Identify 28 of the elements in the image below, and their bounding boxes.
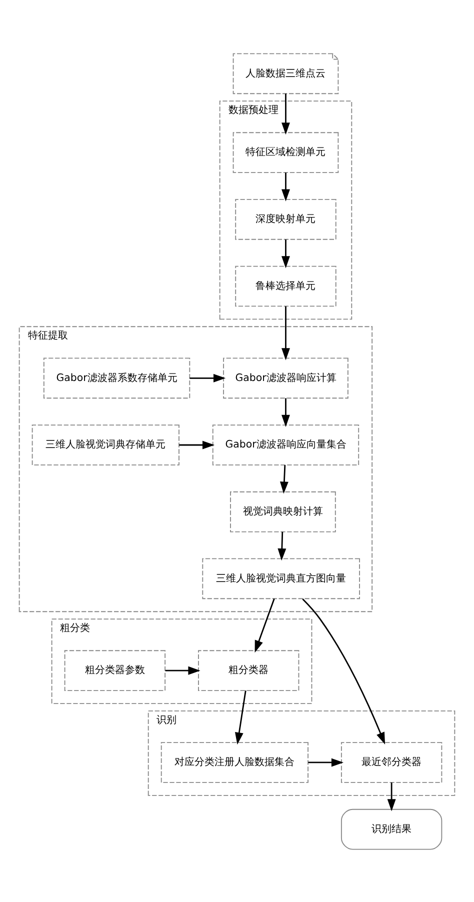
- arrow: [387, 782, 396, 811]
- arrow: [282, 239, 290, 268]
- arrow: [282, 93, 290, 134]
- node-box: 最近邻分类器: [340, 742, 442, 782]
- arrow: [179, 440, 215, 449]
- node-box: 识别结果: [340, 808, 442, 850]
- arrow: [308, 758, 344, 766]
- arrow: [282, 172, 290, 201]
- arrow: [254, 598, 275, 652]
- node-box: 三维人脸视觉词典存储单元: [32, 424, 180, 465]
- arrow: [282, 306, 290, 360]
- node-box: 粗分类器: [198, 650, 300, 690]
- node-box: Gabor滤波器系数存储单元: [43, 357, 190, 398]
- node-box: 粗分类器参数: [64, 650, 166, 690]
- arrow: [278, 531, 286, 560]
- arrow: [282, 398, 290, 426]
- node-box: 视觉词典映射计算: [230, 490, 336, 532]
- arrow: [165, 666, 200, 674]
- node-box: 三维人脸视觉词典直方图向量: [202, 558, 360, 599]
- arrow: [190, 373, 226, 382]
- node-box: 鲁棒选择单元: [235, 265, 336, 306]
- node-box: 特征区域检测单元: [232, 132, 339, 172]
- node-box: 对应分类注册人脸数据集合: [160, 742, 308, 782]
- arrow: [280, 464, 288, 494]
- node-box: Gabor滤波器响应计算: [223, 357, 348, 398]
- node-box: Gabor滤波器响应向量集合: [212, 424, 360, 465]
- arrow: [234, 690, 246, 744]
- node-box: 深度映射单元: [235, 198, 336, 240]
